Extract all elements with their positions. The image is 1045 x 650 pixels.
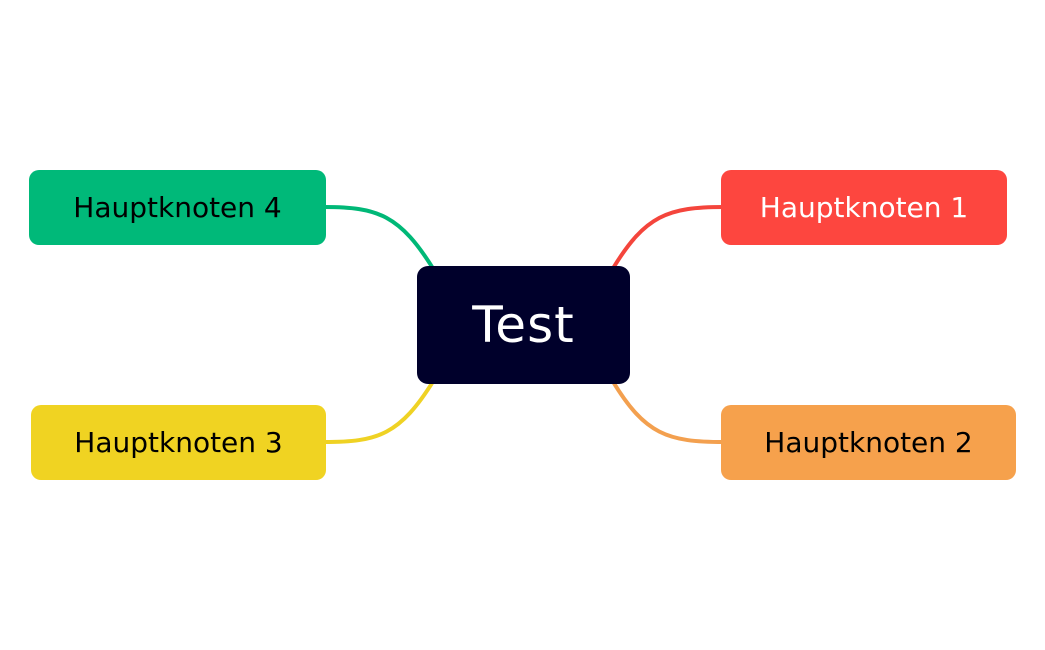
connector-hauptknoten-2 [610, 378, 726, 444]
main-topic-hauptknoten-1[interactable]: Hauptknoten 1 [721, 170, 1007, 245]
main-topic-label: Hauptknoten 3 [74, 426, 283, 459]
main-topic-label: Hauptknoten 4 [73, 191, 282, 224]
connector-hauptknoten-3 [322, 378, 436, 444]
main-topic-hauptknoten-4[interactable]: Hauptknoten 4 [29, 170, 326, 245]
main-topic-hauptknoten-3[interactable]: Hauptknoten 3 [31, 405, 326, 480]
main-topic-label: Hauptknoten 1 [759, 191, 969, 224]
connector-hauptknoten-1 [610, 205, 726, 272]
connector-hauptknoten-4 [322, 205, 436, 272]
main-topic-label: Hauptknoten 2 [764, 426, 973, 459]
central-topic-label: Test [472, 296, 575, 354]
main-topic-hauptknoten-2[interactable]: Hauptknoten 2 [721, 405, 1016, 480]
central-topic[interactable]: Test [417, 266, 630, 384]
